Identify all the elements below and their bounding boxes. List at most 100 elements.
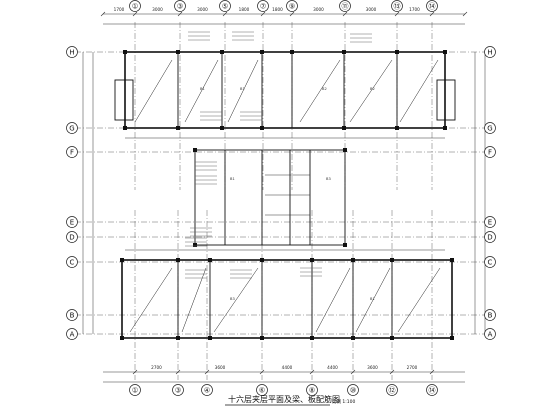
bottom-axis-bubble-circle (129, 384, 141, 396)
left-axis-bubble-circle (66, 46, 78, 58)
bottom-axis-bubble-circle (256, 384, 268, 396)
upper-block-outline (124, 51, 446, 129)
right-axis-bubble-circle (484, 146, 496, 158)
right-axis-bubble-label: C (488, 258, 493, 266)
slab-label: B3 (230, 297, 235, 301)
top-axis-bubble-circle (391, 0, 403, 12)
slab-label: B1 (230, 177, 235, 181)
slab-diagonal-mark (134, 59, 173, 123)
column (260, 258, 264, 262)
slab-diagonal-mark (355, 267, 391, 333)
right-axis-bubble-label: D (487, 233, 492, 241)
drawing-title-block: 十六层夹层平面及梁、板配筋图 比例 1:100 (225, 394, 356, 406)
bottom-dimension-value: 2700 (407, 365, 418, 370)
left-axis-bubble-label: G (69, 124, 74, 132)
top-axis-bubble-label: ⑦ (260, 2, 266, 10)
right-axis-bubble-label: F (488, 148, 492, 156)
left-axis-bubble-circle (66, 216, 78, 228)
column (176, 126, 180, 130)
column (260, 50, 264, 54)
top-axis-bubble-circle (339, 0, 351, 12)
column (342, 126, 346, 130)
right-axis-bubble-label: G (487, 124, 492, 132)
column (343, 243, 347, 247)
bottom-dimension-value: 4400 (327, 365, 338, 370)
left-axis-bubble-label: B (70, 311, 75, 319)
column (123, 50, 127, 54)
column (208, 258, 212, 262)
top-axis-bubble-label: ⑭ (429, 2, 436, 10)
top-dimension-value: 3000 (197, 7, 208, 12)
column (310, 336, 314, 340)
top-axis-bubble-label: ③ (177, 2, 183, 10)
dimension-tick (177, 11, 183, 17)
dimension-tick (389, 369, 395, 375)
bottom-axis-bubble-circle (347, 384, 359, 396)
left-axis-bubble-label: E (70, 218, 74, 226)
column (120, 336, 124, 340)
slab-label: B1 (370, 297, 375, 301)
right-axis-bubble-label: H (487, 48, 492, 56)
column (390, 258, 394, 262)
bottom-axis-bubble-label: ⑥ (259, 386, 265, 394)
top-axis-bubble-circle (426, 0, 438, 12)
dimension-tick (132, 11, 138, 17)
top-axis-bubble-label: ⑤ (222, 2, 228, 10)
slab-diagonal-mark (184, 59, 219, 123)
column (176, 336, 180, 340)
top-dimension-value: 1700 (114, 7, 125, 12)
top-axis-bubble-circle (257, 0, 269, 12)
dimension-tick (204, 369, 210, 375)
bottom-dimension-value: 2700 (151, 365, 162, 370)
bottom-axis-bubble-label: ① (132, 386, 138, 394)
column (208, 336, 212, 340)
column (443, 50, 447, 54)
top-dimension-value: 1800 (272, 7, 283, 12)
dimension-tick (394, 11, 400, 17)
column (193, 243, 197, 247)
dimension-tick (100, 11, 106, 17)
left-axis-bubble-label: D (69, 233, 74, 241)
top-dimension-value: 3000 (313, 7, 324, 12)
top-axis-bubble-label: ⑪ (342, 2, 349, 10)
bottom-axis-bubble-circle (306, 384, 318, 396)
column (395, 50, 399, 54)
left-axis-bubble-circle (66, 122, 78, 134)
top-axis-bubble-label: ⑬ (394, 2, 401, 10)
left-axis-bubble-label: F (70, 148, 74, 156)
slab-diagonal-mark (213, 267, 259, 333)
left-axis-bubble-label: A (70, 330, 75, 338)
slab-diagonal-mark (129, 267, 173, 333)
dimension-tick (429, 11, 435, 17)
top-axis-bubble-circle (286, 0, 298, 12)
column (343, 148, 347, 152)
bottom-axis-bubble-circle (172, 384, 184, 396)
dimension-tick (350, 369, 356, 375)
column (443, 126, 447, 130)
slab-label: B3 (326, 177, 331, 181)
top-dimension-value: 1800 (239, 7, 250, 12)
top-dimension-value: 1700 (409, 7, 420, 12)
column (290, 50, 294, 54)
column (123, 126, 127, 130)
slab-label: B1 (240, 87, 245, 91)
top-axis-bubble-label: ⑨ (289, 2, 295, 10)
slab-diagonal-mark (349, 59, 393, 123)
right-balcony (436, 79, 456, 121)
column (220, 50, 224, 54)
column (395, 126, 399, 130)
column (310, 258, 314, 262)
column (351, 258, 355, 262)
core-outline (194, 149, 346, 246)
bottom-axis-bubble-label: ④ (204, 386, 210, 394)
column (450, 258, 454, 262)
bottom-axis-bubble-label: ⑫ (389, 386, 396, 394)
right-axis-bubble-label: B (488, 311, 493, 319)
left-axis-bubble-circle (66, 309, 78, 321)
bottom-axis-bubble-circle (386, 384, 398, 396)
slab-label: B2 (370, 87, 375, 91)
slab-label: B2 (322, 87, 327, 91)
bottom-dimension-value: 3600 (367, 365, 378, 370)
